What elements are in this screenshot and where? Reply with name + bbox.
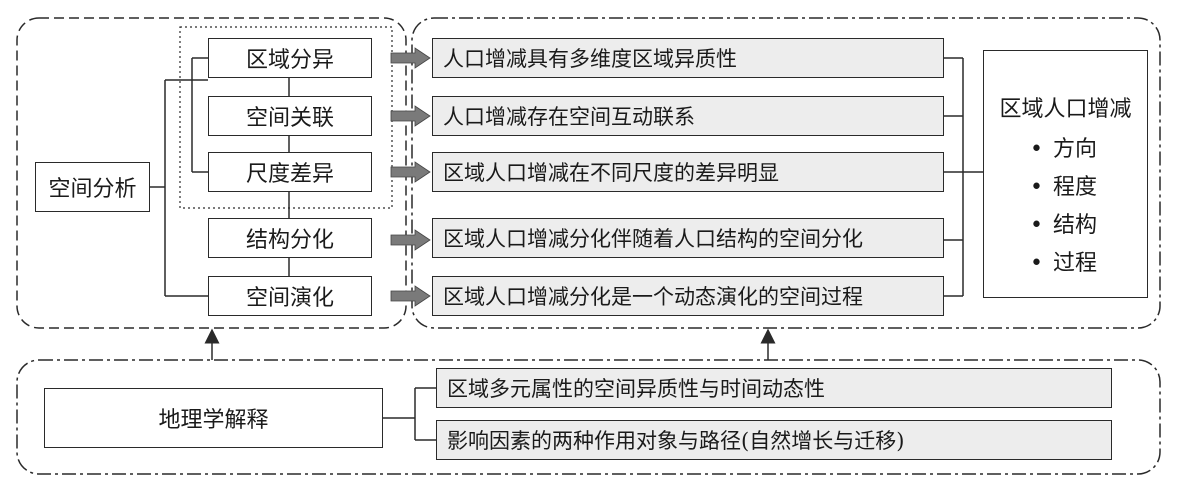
finding-row: 区域人口增减在不同尺度的差异明显: [432, 152, 944, 192]
spatial-analysis-box: 空间分析: [35, 162, 150, 212]
finding-row: 人口增减存在空间互动联系: [432, 96, 944, 136]
block-arrows: [390, 47, 431, 307]
bottom-group-outline: [16, 359, 1161, 475]
right-bracket-lines: [944, 57, 983, 297]
finding-row: 人口增减具有多维度区域异质性: [432, 38, 944, 78]
finding-row: 区域人口增减分化是一个动态演化的空间过程: [432, 276, 944, 316]
method-spatial-evolution: 空间演化: [208, 276, 372, 316]
method-regional-differentiation: 区域分异: [208, 38, 372, 78]
method-spatial-correlation: 空间关联: [208, 96, 372, 136]
finding-row: 区域人口增减分化伴随着人口结构的空间分化: [432, 218, 944, 258]
outcome-bullet: 过程: [1030, 245, 1097, 283]
outcome-box: 区域人口增减 方向 程度 结构 过程: [983, 50, 1148, 298]
spatial-pattern-group-outline: [179, 26, 393, 209]
left-tree-lines: [150, 57, 290, 297]
outcome-title: 区域人口增减: [999, 97, 1132, 122]
outcome-bullet: 程度: [1030, 169, 1097, 207]
upward-arrows: [204, 328, 776, 360]
method-scale-difference: 尺度差异: [208, 152, 372, 192]
outcome-bullet-list: 方向 程度 结构 过程: [1030, 131, 1097, 283]
explanation-row: 影响因素的两种作用对象与路径(自然增长与迁移): [436, 420, 1112, 460]
method-structural-differentiation: 结构分化: [208, 218, 372, 258]
outcome-bullet: 结构: [1030, 207, 1097, 245]
explanation-row: 区域多元属性的空间异质性与时间动态性: [436, 368, 1112, 408]
geographic-explanation-box: 地理学解释: [44, 388, 383, 448]
outcome-bullet: 方向: [1030, 131, 1097, 169]
bottom-tree-lines: [383, 387, 436, 441]
